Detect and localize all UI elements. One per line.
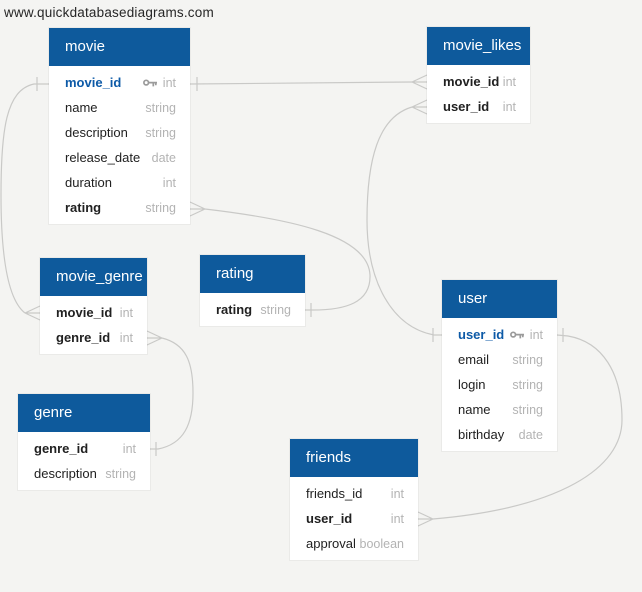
- field-type: int: [162, 175, 176, 190]
- watermark-text: www.quickdatabasediagrams.com: [4, 5, 214, 20]
- field-type: int: [119, 330, 133, 345]
- field-name: movie_id: [65, 75, 122, 90]
- field-row-name: name string: [49, 95, 190, 120]
- table-movie-genre-body: movie_id int genre_id int: [40, 296, 147, 354]
- field-row-login: login string: [442, 372, 557, 397]
- field-name: description: [65, 125, 128, 140]
- field-name: user_id: [306, 511, 353, 526]
- table-user-title[interactable]: user: [442, 280, 557, 318]
- key-icon: [142, 78, 158, 88]
- table-movie-likes-body: movie_id int user_id int: [427, 65, 530, 123]
- field-name: genre_id: [56, 330, 111, 345]
- field-type: boolean: [359, 536, 405, 551]
- field-type: string: [145, 100, 176, 115]
- field-row-friends-id: friends_id int: [290, 481, 418, 506]
- field-type: int: [390, 486, 404, 501]
- field-type: date: [151, 150, 176, 165]
- connection-movie-to-movie-likes: [189, 74, 428, 91]
- field-name: description: [34, 466, 97, 481]
- table-friends[interactable]: friends friends_id int user_id int appro…: [290, 439, 418, 560]
- field-row-movie-id: movie_id int: [49, 70, 190, 95]
- table-movie-body: movie_id int name string description str…: [49, 66, 190, 224]
- field-row-movie-id: movie_id int: [427, 69, 530, 94]
- field-name: rating: [65, 200, 102, 215]
- table-movie-genre[interactable]: movie_genre movie_id int genre_id int: [40, 258, 147, 354]
- field-name: movie_id: [56, 305, 113, 320]
- field-row-name: name string: [442, 397, 557, 422]
- field-row-user-id: user_id int: [290, 506, 418, 531]
- table-movie-title[interactable]: movie: [49, 28, 190, 66]
- table-rating[interactable]: rating rating string: [200, 255, 305, 326]
- field-row-rating: rating string: [49, 195, 190, 220]
- table-user-body: user_id int email string login string na…: [442, 318, 557, 451]
- many-marker: [24, 305, 41, 321]
- table-genre-title[interactable]: genre: [18, 394, 150, 432]
- field-name: email: [458, 352, 490, 367]
- field-type: int: [529, 327, 543, 342]
- field-name: birthday: [458, 427, 505, 442]
- field-row-birthday: birthday date: [442, 422, 557, 447]
- many-marker: [417, 511, 434, 527]
- field-type: string: [145, 125, 176, 140]
- field-row-email: email string: [442, 347, 557, 372]
- field-row-user-id: user_id int: [427, 94, 530, 119]
- many-marker: [146, 330, 163, 346]
- table-rating-body: rating string: [200, 293, 305, 326]
- table-friends-title[interactable]: friends: [290, 439, 418, 477]
- table-movie-likes-title[interactable]: movie_likes: [427, 27, 530, 65]
- field-type: string: [512, 377, 543, 392]
- field-type: int: [119, 305, 133, 320]
- table-genre-body: genre_id int description string: [18, 432, 150, 490]
- field-type: int: [162, 75, 176, 90]
- field-row-rating: rating string: [200, 297, 305, 322]
- field-type: date: [518, 427, 543, 442]
- table-genre[interactable]: genre genre_id int description string: [18, 394, 150, 490]
- field-type: int: [122, 441, 136, 456]
- field-name: release_date: [65, 150, 141, 165]
- field-name: login: [458, 377, 486, 392]
- field-name: approval: [306, 536, 356, 551]
- field-row-description: description string: [18, 461, 150, 486]
- field-name: rating: [216, 302, 253, 317]
- field-row-approval: approval boolean: [290, 531, 418, 556]
- field-name: user_id: [458, 327, 505, 342]
- field-type: int: [502, 99, 516, 114]
- field-name: duration: [65, 175, 112, 190]
- table-rating-title[interactable]: rating: [200, 255, 305, 293]
- field-row-release-date: release_date date: [49, 145, 190, 170]
- table-movie-likes[interactable]: movie_likes movie_id int user_id int: [427, 27, 530, 123]
- field-row-user-id: user_id int: [442, 322, 557, 347]
- field-row-genre-id: genre_id int: [40, 325, 147, 350]
- connection-movie-genre-to-genre: [146, 330, 194, 456]
- table-friends-body: friends_id int user_id int approval bool…: [290, 477, 418, 560]
- field-row-movie-id: movie_id int: [40, 300, 147, 325]
- field-type: string: [260, 302, 291, 317]
- field-type: int: [390, 511, 404, 526]
- field-row-duration: duration int: [49, 170, 190, 195]
- field-name: friends_id: [306, 486, 363, 501]
- field-name: name: [458, 402, 491, 417]
- field-type: string: [512, 402, 543, 417]
- many-marker: [411, 99, 428, 115]
- field-row-description: description string: [49, 120, 190, 145]
- field-type: string: [512, 352, 543, 367]
- many-marker: [411, 74, 428, 90]
- field-name: genre_id: [34, 441, 89, 456]
- field-type: string: [105, 466, 136, 481]
- table-movie[interactable]: movie movie_id int name string descripti…: [49, 28, 190, 224]
- table-movie-genre-title[interactable]: movie_genre: [40, 258, 147, 296]
- field-name: movie_id: [443, 74, 500, 89]
- field-name: name: [65, 100, 98, 115]
- field-type: int: [502, 74, 516, 89]
- many-marker: [189, 201, 206, 217]
- field-type: string: [145, 200, 176, 215]
- field-name: user_id: [443, 99, 490, 114]
- connection-movie-likes-to-user: [366, 99, 442, 342]
- table-user[interactable]: user user_id int email string login stri…: [442, 280, 557, 451]
- field-row-genre-id: genre_id int: [18, 436, 150, 461]
- key-icon: [509, 330, 525, 340]
